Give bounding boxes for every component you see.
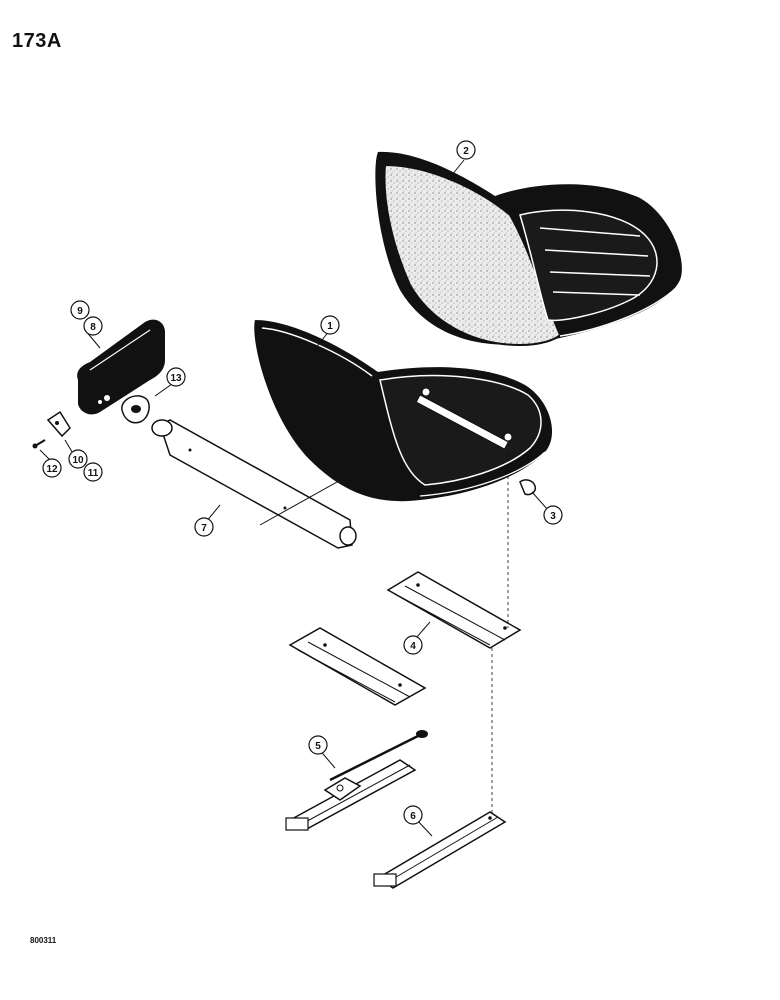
svg-text:2: 2 xyxy=(463,146,469,157)
callout-13: 13 xyxy=(166,367,186,387)
callout-7: 7 xyxy=(194,517,214,537)
callout-1: 1 xyxy=(320,315,340,335)
svg-text:6: 6 xyxy=(410,811,416,822)
callout-4: 4 xyxy=(403,635,423,655)
seat-pan-part xyxy=(254,320,553,502)
svg-text:9: 9 xyxy=(77,306,83,317)
svg-text:5: 5 xyxy=(315,741,321,752)
armrest-part xyxy=(77,319,165,415)
callout-9: 9 xyxy=(70,300,90,320)
callout-12: 12 xyxy=(42,458,62,478)
callout-10: 10 xyxy=(68,449,88,469)
mounting-bracket-front-part xyxy=(288,627,427,706)
page-number: 173A xyxy=(12,30,62,52)
svg-text:12: 12 xyxy=(46,464,58,475)
svg-text:4: 4 xyxy=(410,641,416,652)
figure-code: 800311 xyxy=(30,936,57,945)
callout-11: 11 xyxy=(83,462,103,482)
callout-5: 5 xyxy=(308,735,328,755)
svg-text:11: 11 xyxy=(88,468,99,479)
mounting-bracket-rear-part xyxy=(386,571,522,649)
clip-part xyxy=(519,479,537,496)
alignment-lines xyxy=(491,452,509,815)
svg-text:3: 3 xyxy=(550,511,556,522)
plate-part xyxy=(46,410,71,438)
callout-3: 3 xyxy=(543,505,563,525)
svg-text:1: 1 xyxy=(327,321,333,332)
seat-slide-part xyxy=(373,811,507,889)
svg-text:7: 7 xyxy=(201,523,207,534)
callout-2: 2 xyxy=(456,140,476,160)
spacer-part xyxy=(121,395,150,424)
seat-cushion-part xyxy=(375,151,682,347)
svg-text:10: 10 xyxy=(72,455,84,466)
callout-8: 8 xyxy=(83,316,103,336)
seat-slide-with-lever-part xyxy=(285,730,428,831)
svg-text:13: 13 xyxy=(170,373,182,384)
screw-part xyxy=(32,439,46,449)
svg-text:8: 8 xyxy=(90,322,96,333)
armrest-bracket-part xyxy=(151,419,381,549)
callout-6: 6 xyxy=(403,805,423,825)
